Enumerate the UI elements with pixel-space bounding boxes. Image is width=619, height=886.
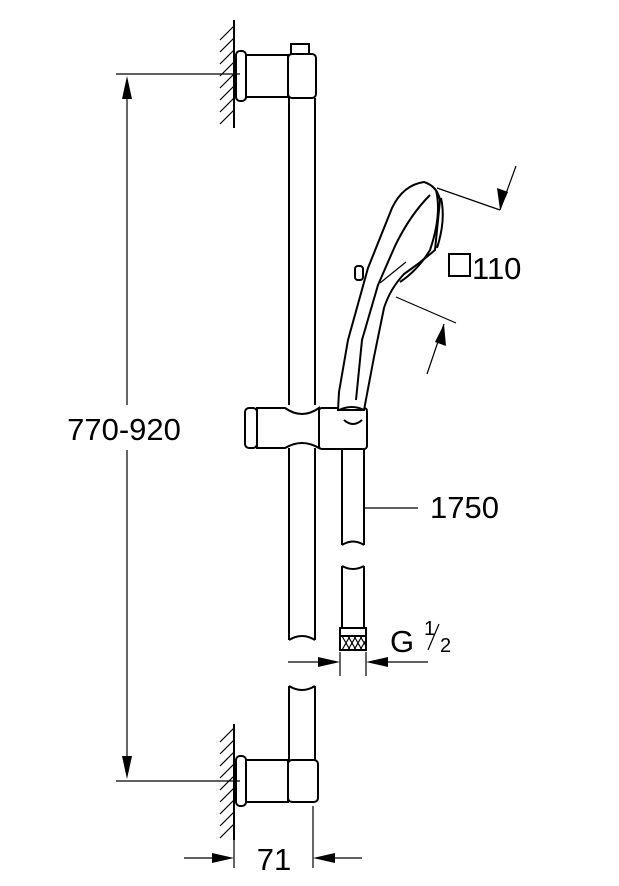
thread-letter: G: [390, 624, 414, 659]
projection-label: 71: [257, 842, 291, 877]
hand-shower: [336, 180, 444, 411]
square-icon: [448, 253, 471, 277]
shower-hose: [339, 449, 367, 651]
bottom-wall-bracket: [219, 724, 319, 840]
hose-length-dimension: 1750: [364, 490, 499, 525]
height-range-label: 770-920: [67, 412, 181, 447]
top-wall-hatch: [219, 25, 235, 125]
hose-length-label: 1750: [430, 490, 499, 525]
thread-fraction-denominator: 2: [440, 635, 451, 657]
hose-nut: [339, 635, 367, 651]
height-dimension: 770-920: [67, 73, 240, 782]
shower-rail: [288, 98, 316, 762]
thread-dimension: G 1 2: [288, 618, 451, 676]
thread-fraction-numerator: 1: [424, 618, 435, 640]
handshower-size-dimension: 110: [395, 165, 521, 375]
slider-holder: [244, 406, 368, 450]
bottom-wall-hatch: [219, 727, 235, 839]
projection-dimension: 71: [184, 806, 362, 877]
handshower-size-label: 110: [472, 251, 521, 286]
top-wall-bracket: [219, 20, 317, 128]
hose-nut-knurl: [341, 635, 367, 651]
